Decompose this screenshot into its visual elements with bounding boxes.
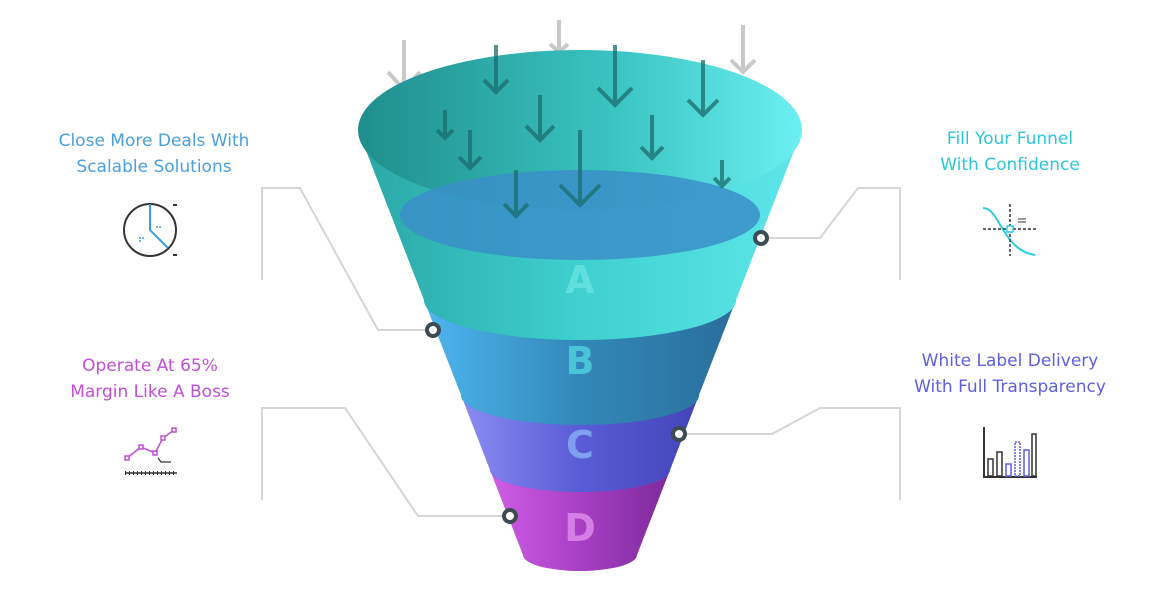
callout-bottom-right: White Label Delivery With Full Transpare… xyxy=(880,348,1140,400)
callout-line: Close More Deals With xyxy=(58,131,250,151)
callout-top-left: Close More Deals With Scalable Solutions xyxy=(24,128,284,180)
line-chart-icon xyxy=(124,427,177,475)
callout-top-right: Fill Your Funnel With Confidence xyxy=(880,126,1140,178)
callout-line: Operate At 65% xyxy=(82,356,218,376)
stage-c-label: C xyxy=(566,423,594,467)
connector-dots xyxy=(425,230,769,524)
callout-line: Margin Like A Boss xyxy=(70,382,230,402)
pie-chart-icon xyxy=(123,203,177,257)
stage-a-label: A xyxy=(565,258,595,302)
callout-bottom-left: Operate At 65% Margin Like A Boss xyxy=(20,353,280,405)
bar-chart-icon xyxy=(983,427,1037,478)
inner-arrows xyxy=(435,45,732,219)
callout-line: With Confidence xyxy=(940,155,1080,175)
curve-graph-icon xyxy=(982,204,1037,256)
callout-line: With Full Transparency xyxy=(914,377,1106,397)
stage-d-band[interactable] xyxy=(490,470,670,571)
connector-lines xyxy=(261,187,901,517)
stage-d-label: D xyxy=(564,506,596,550)
stage-b-label: B xyxy=(566,339,595,383)
callout-line: Fill Your Funnel xyxy=(946,129,1074,149)
callout-line: Scalable Solutions xyxy=(76,157,232,177)
callout-line: White Label Delivery xyxy=(921,351,1099,371)
